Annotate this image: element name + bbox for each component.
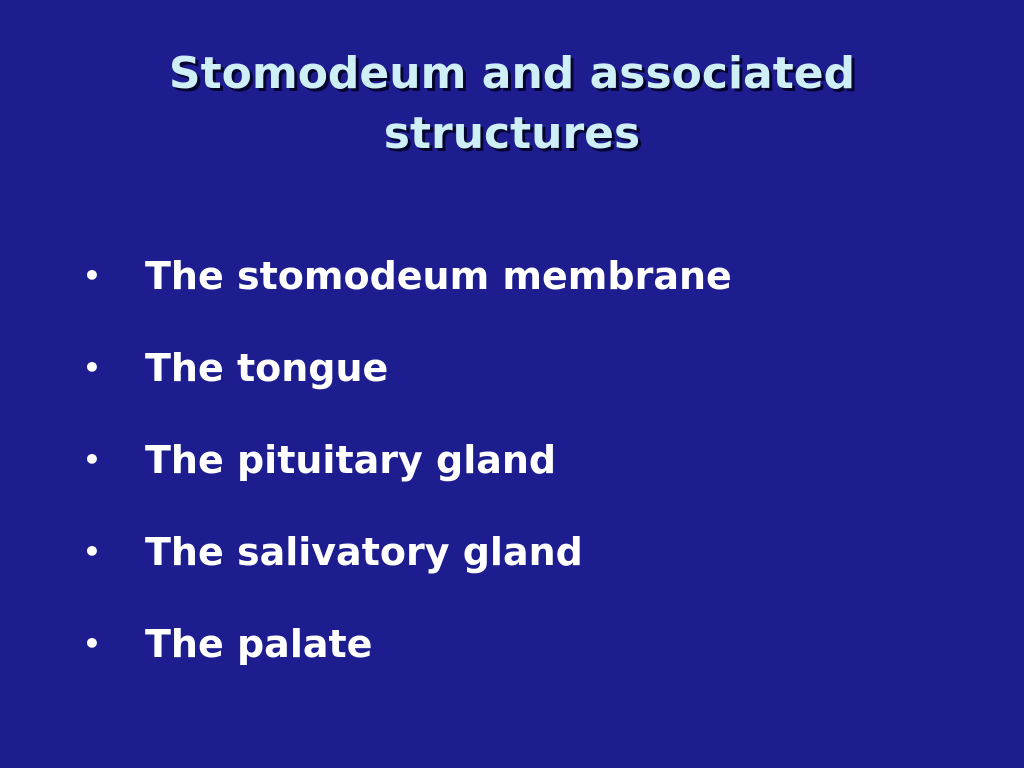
slide-title-line-1: Stomodeum and associated (168, 48, 856, 99)
bullet-text: The stomodeum membrane (145, 254, 732, 298)
bullet-icon: • (83, 535, 101, 568)
bullet-icon: • (83, 627, 101, 660)
slide-title: Stomodeum and associated structures (0, 44, 1024, 164)
bullet-icon: • (83, 443, 101, 476)
bullet-text: The palate (145, 622, 373, 666)
bullet-text: The salivatory gland (145, 530, 583, 574)
bullet-text: The pituitary gland (145, 438, 557, 482)
bullet-text: The tongue (145, 346, 389, 390)
bullet-icon: • (83, 351, 101, 384)
slide-title-line-2: structures (383, 108, 641, 159)
bullet-icon: • (83, 259, 101, 292)
